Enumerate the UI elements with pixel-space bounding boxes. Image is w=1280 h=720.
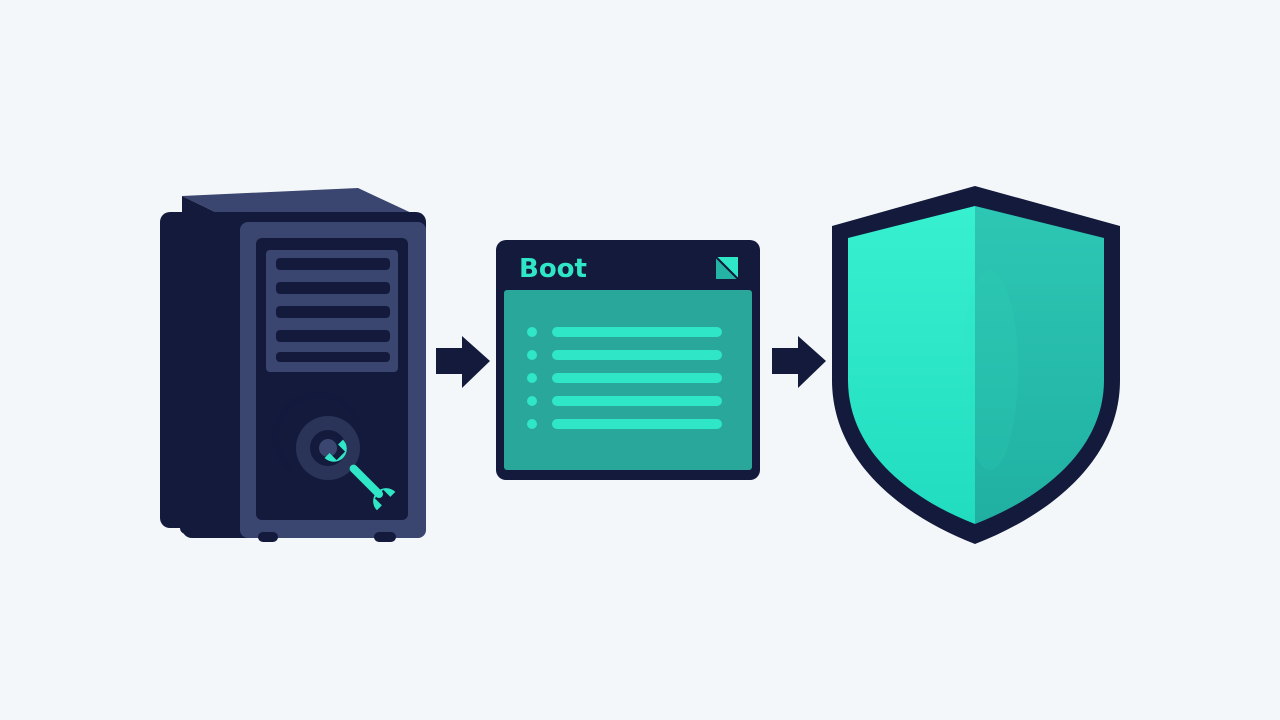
boot-window-icon: Boot: [496, 240, 760, 480]
arrow-right-icon: [772, 336, 826, 388]
boot-window-title: Boot: [519, 254, 587, 284]
window-corner-icon: [715, 256, 739, 280]
disc-icon: [272, 391, 360, 480]
wrench-icon: [324, 439, 396, 511]
server-tower-icon: [160, 188, 426, 542]
arrow-right-icon: [436, 336, 490, 388]
boot-log-lines: [527, 327, 722, 429]
shield-icon: [832, 186, 1120, 544]
